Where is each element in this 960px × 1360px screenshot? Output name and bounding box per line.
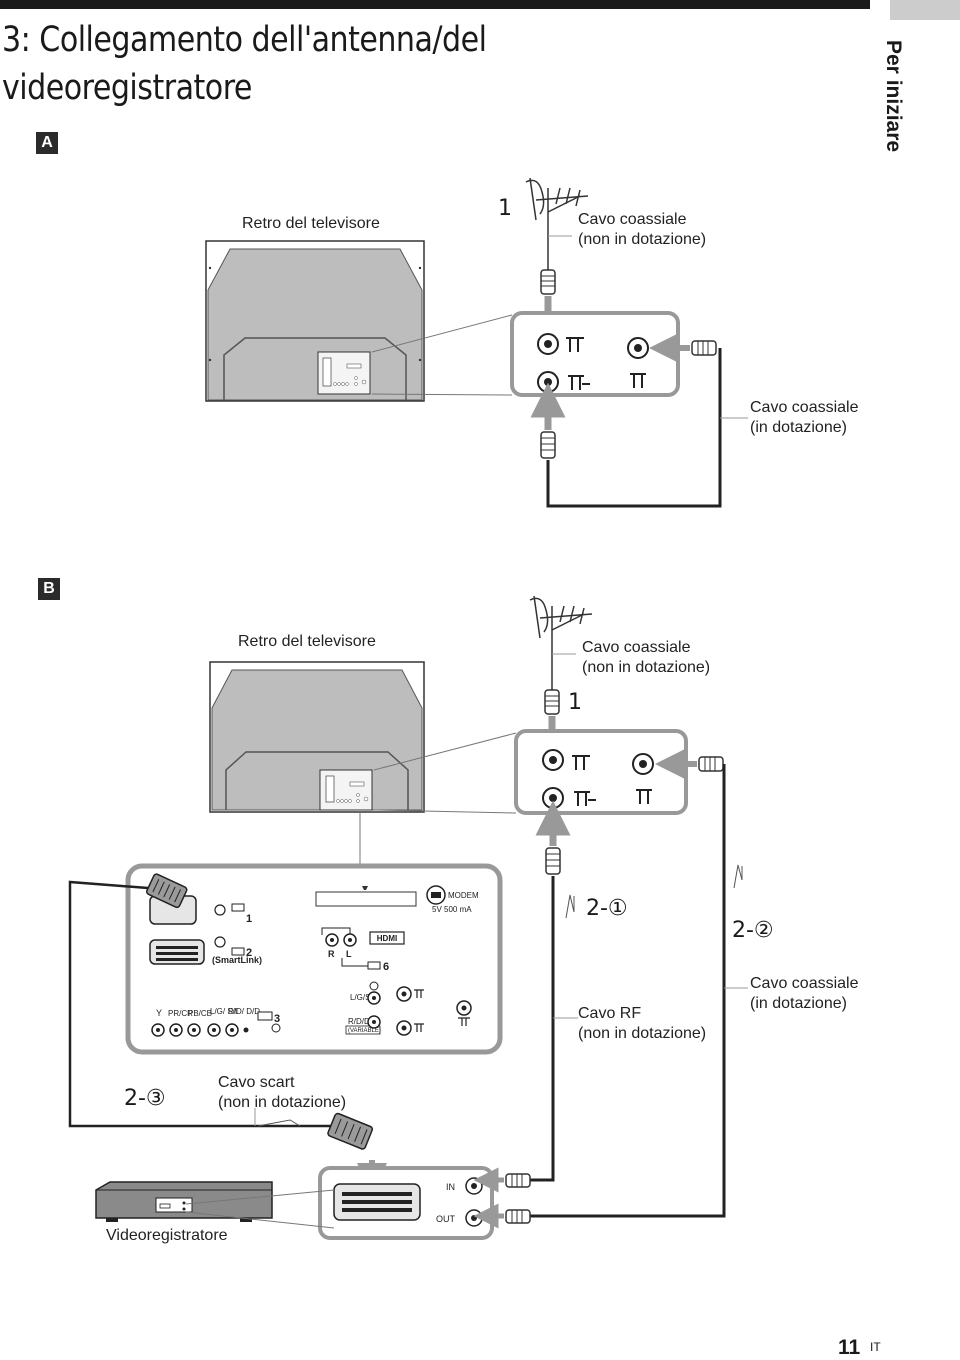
tv-connector-panel: MODEM 5V 500 mA 1 2 (SmartLink) R L HDMI… bbox=[125, 863, 503, 1055]
cable-scart-label: Cavo scart (non in dotazione) bbox=[218, 1073, 346, 1113]
cable-antenna-label-b: Cavo coassiale (non in dotazione) bbox=[582, 638, 710, 678]
component-pb-label: PB/CB bbox=[188, 1009, 212, 1018]
cable-antenna-label-a: Cavo coassiale (non in dotazione) bbox=[578, 210, 706, 250]
variable-label: (VARIABLE) bbox=[348, 1028, 381, 1034]
cable-supplied-label-b-line-1: Cavo coassiale bbox=[750, 975, 859, 992]
cable-supplied-label-a-line-1: Cavo coassiale bbox=[750, 399, 859, 416]
step-2-3-label: 2-③ bbox=[124, 1086, 166, 1111]
coax-plug-icon-vcr-in bbox=[505, 1173, 531, 1188]
coax-plug-icon-lower-b bbox=[545, 847, 561, 875]
cable-antenna-label-b-line-1: Cavo coassiale bbox=[582, 639, 691, 656]
scart-2-label: 2 bbox=[246, 947, 252, 959]
coax-plug-icon-antenna-b bbox=[544, 689, 560, 715]
coax-plug-icon-lower-a bbox=[540, 431, 556, 459]
antenna-terminal-box-a bbox=[510, 311, 680, 397]
cable-supplied-label-b: Cavo coassiale (in dotazione) bbox=[750, 974, 859, 1014]
vcr-in-label: IN bbox=[446, 1182, 455, 1192]
cable-supplied-label-a-line-2: (in dotazione) bbox=[750, 419, 847, 436]
audio-rdd-label: R/D/ D/D bbox=[228, 1007, 260, 1016]
page-number: 11 bbox=[838, 1336, 861, 1359]
power-spec-label: 5V 500 mA bbox=[432, 905, 472, 914]
step-1-label-a: 1 bbox=[498, 196, 512, 221]
header-rule bbox=[0, 0, 870, 9]
audio-l-label: L bbox=[346, 949, 352, 959]
vcr-device-icon bbox=[95, 1181, 273, 1222]
monitor-lgsi-label: L/G/S/I bbox=[350, 993, 375, 1002]
cable-supplied-label-b-line-2: (in dotazione) bbox=[750, 995, 847, 1012]
scart-plug-icon bbox=[327, 1112, 374, 1150]
cable-rf-label-line-1: Cavo RF bbox=[578, 1005, 642, 1022]
coax-plug-icon-supplied-a bbox=[691, 340, 717, 356]
cable-antenna-label-a-line-1: Cavo coassiale bbox=[578, 211, 687, 228]
step-2-2-label: 2-② bbox=[732, 918, 774, 943]
tv-back-label-a: Retro del televisore bbox=[242, 215, 380, 232]
smartlink-label: (SmartLink) bbox=[212, 955, 262, 965]
hdmi-label: HDMI bbox=[377, 934, 397, 943]
vcr-connector-box bbox=[318, 1166, 494, 1240]
section-tab-marker bbox=[890, 0, 960, 20]
cable-supplied-label-a: Cavo coassiale (in dotazione) bbox=[750, 398, 859, 438]
cable-scart-label-line-1: Cavo scart bbox=[218, 1074, 295, 1091]
tv-back-label-b: Retro del televisore bbox=[238, 633, 376, 650]
figure-a-badge: A bbox=[36, 132, 58, 154]
coax-plug-icon-antenna-a bbox=[540, 269, 556, 295]
page-title: 3: Collegamento dell'antenna/del videore… bbox=[2, 16, 487, 112]
input-6-label: 6 bbox=[383, 961, 389, 973]
antenna-icon-b bbox=[529, 595, 593, 690]
scart-1-label: 1 bbox=[246, 913, 252, 925]
vcr-out-label: OUT bbox=[436, 1214, 456, 1224]
figure-b-badge: B bbox=[38, 578, 60, 600]
modem-label: MODEM bbox=[448, 891, 479, 900]
tv-back-a bbox=[205, 240, 425, 402]
page-title-line-2: videoregistratore bbox=[2, 68, 252, 108]
cable-antenna-label-a-line-2: (non in dotazione) bbox=[578, 231, 707, 248]
step-2-1-label: 2-① bbox=[586, 896, 628, 921]
page-title-line-1: 3: Collegamento dell'antenna/del bbox=[2, 20, 487, 60]
step-1-label-b: 1 bbox=[568, 690, 582, 715]
monitor-rddd-label: R/D/D/D bbox=[348, 1017, 378, 1026]
cable-rf-label-line-2: (non in dotazione) bbox=[578, 1025, 707, 1042]
input-3-label: 3 bbox=[274, 1013, 280, 1025]
coax-plug-icon-vcr-out bbox=[505, 1209, 531, 1224]
cable-antenna-label-b-line-2: (non in dotazione) bbox=[582, 659, 711, 676]
cable-rf-label: Cavo RF (non in dotazione) bbox=[578, 1004, 706, 1044]
audio-r-label: R bbox=[328, 949, 335, 959]
vcr-label: Videoregistratore bbox=[106, 1227, 228, 1244]
cable-scart-label-line-2: (non in dotazione) bbox=[218, 1094, 347, 1111]
antenna-terminal-box-b bbox=[514, 729, 688, 815]
audio-lgsi-label: L/G/ S/I bbox=[210, 1007, 237, 1016]
page-language: IT bbox=[870, 1340, 881, 1354]
tv-back-b bbox=[209, 661, 425, 813]
component-y-label: Y bbox=[156, 1008, 162, 1018]
coax-plug-icon-supplied-b bbox=[698, 756, 724, 772]
antenna-icon-a bbox=[525, 177, 589, 272]
component-pr-label: PR/CR bbox=[168, 1009, 193, 1018]
